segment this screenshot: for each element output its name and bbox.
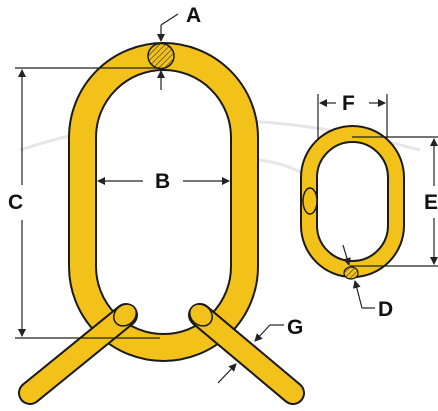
label-d: D: [378, 298, 393, 321]
leg-link-right: [188, 303, 305, 405]
master-link-cross-section: [147, 42, 175, 70]
label-f: F: [342, 92, 355, 115]
leg-link-left: [18, 303, 138, 405]
label-a: A: [186, 4, 201, 27]
sub-link-cross-section: [343, 266, 359, 280]
dimension-lines: [15, 13, 438, 384]
sub-link-weld: [302, 187, 318, 215]
label-g: G: [287, 316, 303, 339]
master-link: [68, 42, 259, 362]
sub-link: [300, 125, 405, 280]
label-b: B: [155, 170, 170, 193]
label-c: C: [8, 191, 23, 214]
label-e: E: [424, 191, 438, 214]
